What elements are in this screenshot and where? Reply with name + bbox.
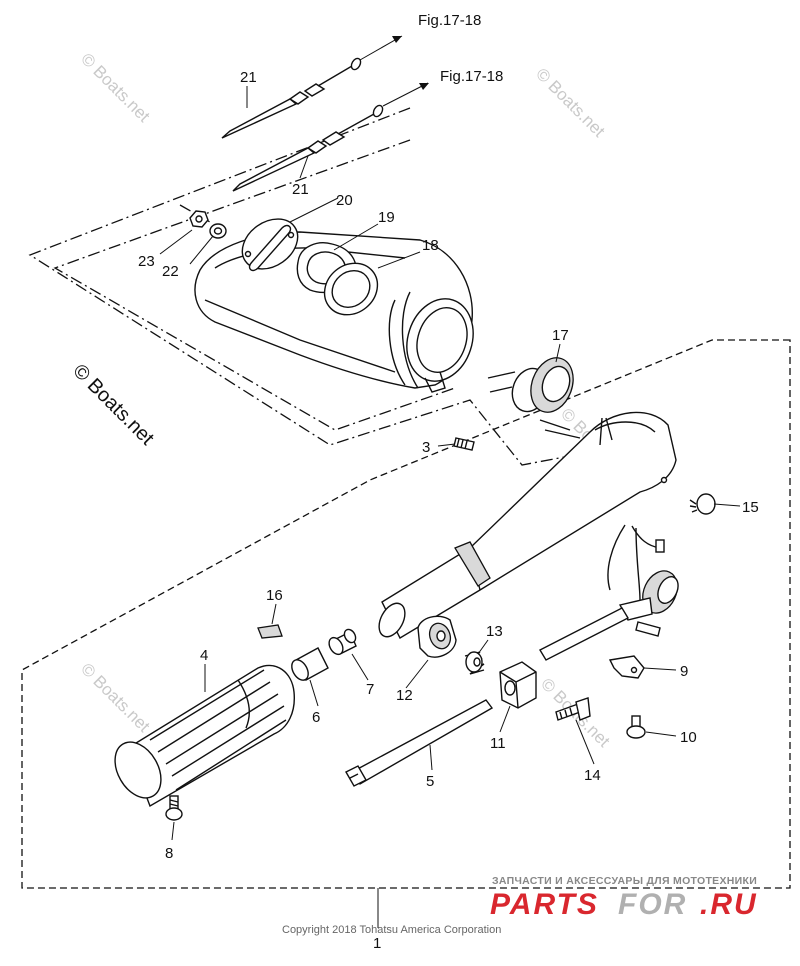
tiller-arm (378, 411, 677, 639)
washer-18 (323, 262, 379, 316)
bushing-7 (328, 628, 357, 656)
watermark-main: © Boats.net (68, 360, 158, 450)
callout-7: 7 (366, 681, 374, 698)
callout-14: 14 (584, 767, 601, 784)
copyright-text: Copyright 2018 Tohatsu America Corporati… (282, 924, 501, 936)
stop-switch-assembly (539, 524, 679, 661)
callout-21-upper: 21 (240, 69, 257, 86)
callout-20: 20 (336, 192, 353, 209)
throttle-grip (114, 664, 295, 808)
fig-ref-upper: Fig.17-18 (418, 12, 481, 29)
handle-assembly-outline (21, 339, 791, 889)
logo-for: FOR (618, 888, 687, 921)
cable-group-outline (28, 107, 576, 466)
callout-10: 10 (680, 729, 697, 746)
callout-5: 5 (426, 773, 434, 790)
friction-piece-12 (417, 615, 457, 658)
bolt-3 (453, 437, 475, 451)
throttle-cable-upper (221, 57, 362, 139)
callout-6: 6 (312, 709, 320, 726)
callout-13: 13 (486, 623, 503, 640)
watermark-faint-4: © Boats.net (77, 659, 154, 736)
callout-16: 16 (266, 587, 283, 604)
callout-3: 3 (422, 439, 430, 456)
logo-ru: .RU (700, 888, 758, 921)
callout-1: 1 (373, 935, 381, 952)
cable-group-outline-inner (53, 139, 456, 431)
collar-6 (291, 647, 329, 681)
throttle-cable-lower (232, 104, 384, 192)
watermark-faint-2: © Boats.net (532, 64, 609, 141)
grommet-17 (487, 357, 574, 413)
plate-16 (257, 624, 283, 639)
nut-23 (189, 210, 209, 228)
screw-15 (689, 493, 716, 515)
callout-numbers: 21 21 20 19 18 23 22 17 3 15 16 4 6 7 12… (138, 69, 759, 952)
fig-ref-arrows (359, 35, 429, 107)
holder-11 (499, 661, 537, 709)
callout-8: 8 (165, 845, 173, 862)
fig-ref-lower: Fig.17-18 (440, 68, 503, 85)
plate-9 (608, 655, 645, 679)
bolt-14 (555, 697, 591, 721)
callout-18: 18 (422, 237, 439, 254)
callout-17: 17 (552, 327, 569, 344)
screw-8 (165, 795, 183, 821)
callout-23: 23 (138, 253, 155, 270)
callout-15: 15 (742, 499, 759, 516)
leader-lines (159, 86, 741, 928)
logo-parts: PARTS (490, 888, 599, 921)
screw-10 (626, 715, 646, 739)
callout-21-lower: 21 (292, 181, 309, 198)
callout-22: 22 (162, 263, 179, 280)
watermark-faint-1: © Boats.net (77, 49, 154, 126)
washer-22 (209, 223, 227, 239)
callout-12: 12 (396, 687, 413, 704)
throttle-shaft-5 (345, 699, 494, 787)
callout-9: 9 (680, 663, 688, 680)
callout-19: 19 (378, 209, 395, 226)
partsfor-logo: PARTS FOR .RU (490, 888, 758, 921)
callout-11: 11 (490, 735, 506, 752)
spring-13 (464, 651, 485, 675)
promo-text: ЗАПЧАСТИ И АКСЕССУАРЫ ДЛЯ МОТОТЕХНИКИ (492, 875, 757, 887)
callout-4: 4 (200, 647, 208, 664)
friction-plate (241, 218, 299, 272)
